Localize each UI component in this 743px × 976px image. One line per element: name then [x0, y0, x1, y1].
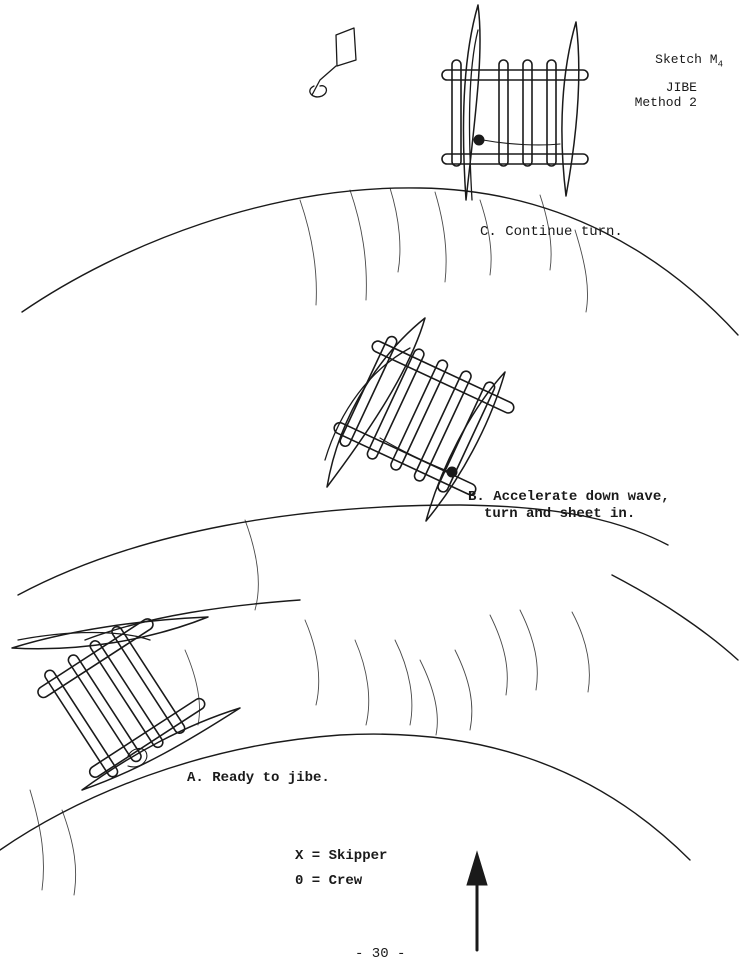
wave-crest-top [21, 187, 739, 336]
sketch-label: Sketch M4 [655, 52, 723, 70]
legend-skipper: X = Skipper [295, 848, 388, 864]
sketch-label-subscript: 4 [717, 59, 723, 70]
catamaran-b [324, 317, 515, 522]
crew-marker-c [473, 134, 485, 146]
hull-left-b [326, 317, 426, 488]
hull-left-c [462, 4, 481, 201]
diagram-title: JIBE [665, 80, 697, 95]
page-number: - 30 - [355, 946, 406, 962]
step-b-label-line1: B. Accelerate down wave, [468, 489, 670, 505]
catamaran-a [11, 616, 241, 791]
wave-crest-bottom [0, 733, 691, 861]
hull-bottom-a [81, 707, 241, 791]
step-a-label: A. Ready to jibe. [187, 770, 330, 786]
method-label: Method 2 [634, 95, 697, 110]
wave-crest-middle-right [611, 574, 739, 661]
step-b-label-line2: turn and sheet in. [484, 506, 636, 522]
hull-right-c [561, 21, 580, 197]
wave-face-shading [29, 187, 590, 896]
wave-crests [0, 187, 739, 861]
catamaran-c [441, 4, 589, 201]
crew-marker-b [446, 466, 458, 478]
legend-crew: 0 = Crew [295, 873, 363, 889]
direction-arrow [466, 850, 488, 952]
sail-boom-b [324, 347, 411, 461]
step-c-label: C. Continue turn. [480, 224, 623, 240]
sail-boom-c [468, 29, 479, 201]
kite-sketch [309, 27, 357, 98]
sail-boom-a [17, 631, 151, 641]
wave-crest-lower-inner [84, 599, 301, 641]
hull-right-b [425, 371, 506, 522]
wave-crest-middle [17, 504, 669, 596]
